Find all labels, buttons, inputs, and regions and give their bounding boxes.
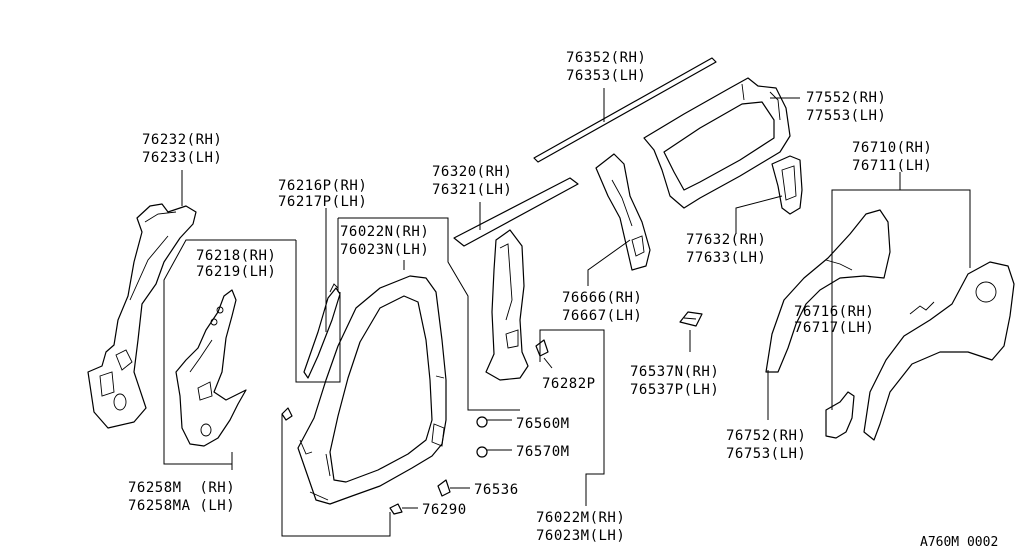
label-76217p-lh: 76217P(LH) — [278, 194, 367, 210]
label-76353-lh: 76353(LH) — [566, 68, 646, 84]
label-76570m: 76570M — [516, 444, 570, 460]
rear-fender-part — [863, 261, 1015, 441]
part-labels: 76232(RH) 76233(LH) 76216P(RH) 76217P(LH… — [128, 50, 998, 550]
label-76352-rh: 76352(RH) — [566, 50, 646, 66]
label-76667-lh: 76667(LH) — [562, 308, 642, 324]
label-76710-rh: 76710(RH) — [852, 140, 932, 156]
label-76666-rh: 76666(RH) — [562, 290, 642, 306]
label-76560m: 76560M — [516, 416, 570, 432]
small-part-76282p — [535, 339, 549, 357]
label-76321-lh: 76321(LH) — [432, 182, 512, 198]
label-77552-rh: 77552(RH) — [806, 90, 886, 106]
small-part-76537 — [679, 311, 703, 327]
label-76219-lh: 76219(LH) — [196, 264, 276, 280]
label-77553-lh: 77553(LH) — [806, 108, 886, 124]
label-76232-rh: 76232(RH) — [142, 132, 222, 148]
label-76282p: 76282P — [542, 376, 596, 392]
small-part-76570m — [476, 446, 488, 458]
label-76258m-rh: 76258M (RH) — [128, 480, 235, 496]
label-76320-rh: 76320(RH) — [432, 164, 512, 180]
label-76752-rh: 76752(RH) — [726, 428, 806, 444]
roof-rail-part — [453, 177, 579, 381]
label-76216p-rh: 76216P(RH) — [278, 178, 367, 194]
label-76537p-lh: 76537P(LH) — [630, 382, 719, 398]
label-76537n-rh: 76537N(RH) — [630, 364, 719, 380]
label-76233-lh: 76233(LH) — [142, 150, 222, 166]
rear-pillar-part — [595, 153, 651, 271]
label-76023m-lh: 76023M(LH) — [536, 528, 625, 544]
label-76536: 76536 — [474, 482, 519, 498]
wheel-arch-part — [765, 209, 891, 373]
label-76022n-rh: 76022N(RH) — [340, 224, 429, 240]
leader-lines — [163, 88, 971, 537]
label-76716-rh: 76716(RH) — [794, 304, 874, 320]
small-part-76290 — [389, 503, 403, 515]
inner-pillar-part — [175, 289, 247, 447]
label-76023n-lh: 76023N(LH) — [340, 242, 429, 258]
small-part-76560m — [476, 416, 488, 428]
label-76258ma-lh: 76258MA (LH) — [128, 498, 235, 514]
bracket-part — [771, 155, 803, 215]
label-76711-lh: 76711(LH) — [852, 158, 932, 174]
body-side-outer-part — [297, 275, 447, 505]
label-76717-lh: 76717(LH) — [794, 320, 874, 336]
label-76218-rh: 76218(RH) — [196, 248, 276, 264]
label-77632-rh: 77632(RH) — [686, 232, 766, 248]
label-77633-lh: 77633(LH) — [686, 250, 766, 266]
small-part-76258m — [281, 407, 293, 421]
drip-rail-part — [533, 57, 717, 163]
small-part-76536 — [437, 479, 451, 497]
label-76290: 76290 — [422, 502, 467, 518]
front-pillar-part — [87, 203, 197, 429]
label-76022m-rh: 76022M(RH) — [536, 510, 625, 526]
quarter-window-frame-part — [643, 77, 791, 209]
small-bracket-part — [825, 391, 855, 439]
diagram-code: A760M 0002 — [920, 535, 998, 550]
label-76753-lh: 76753(LH) — [726, 446, 806, 462]
